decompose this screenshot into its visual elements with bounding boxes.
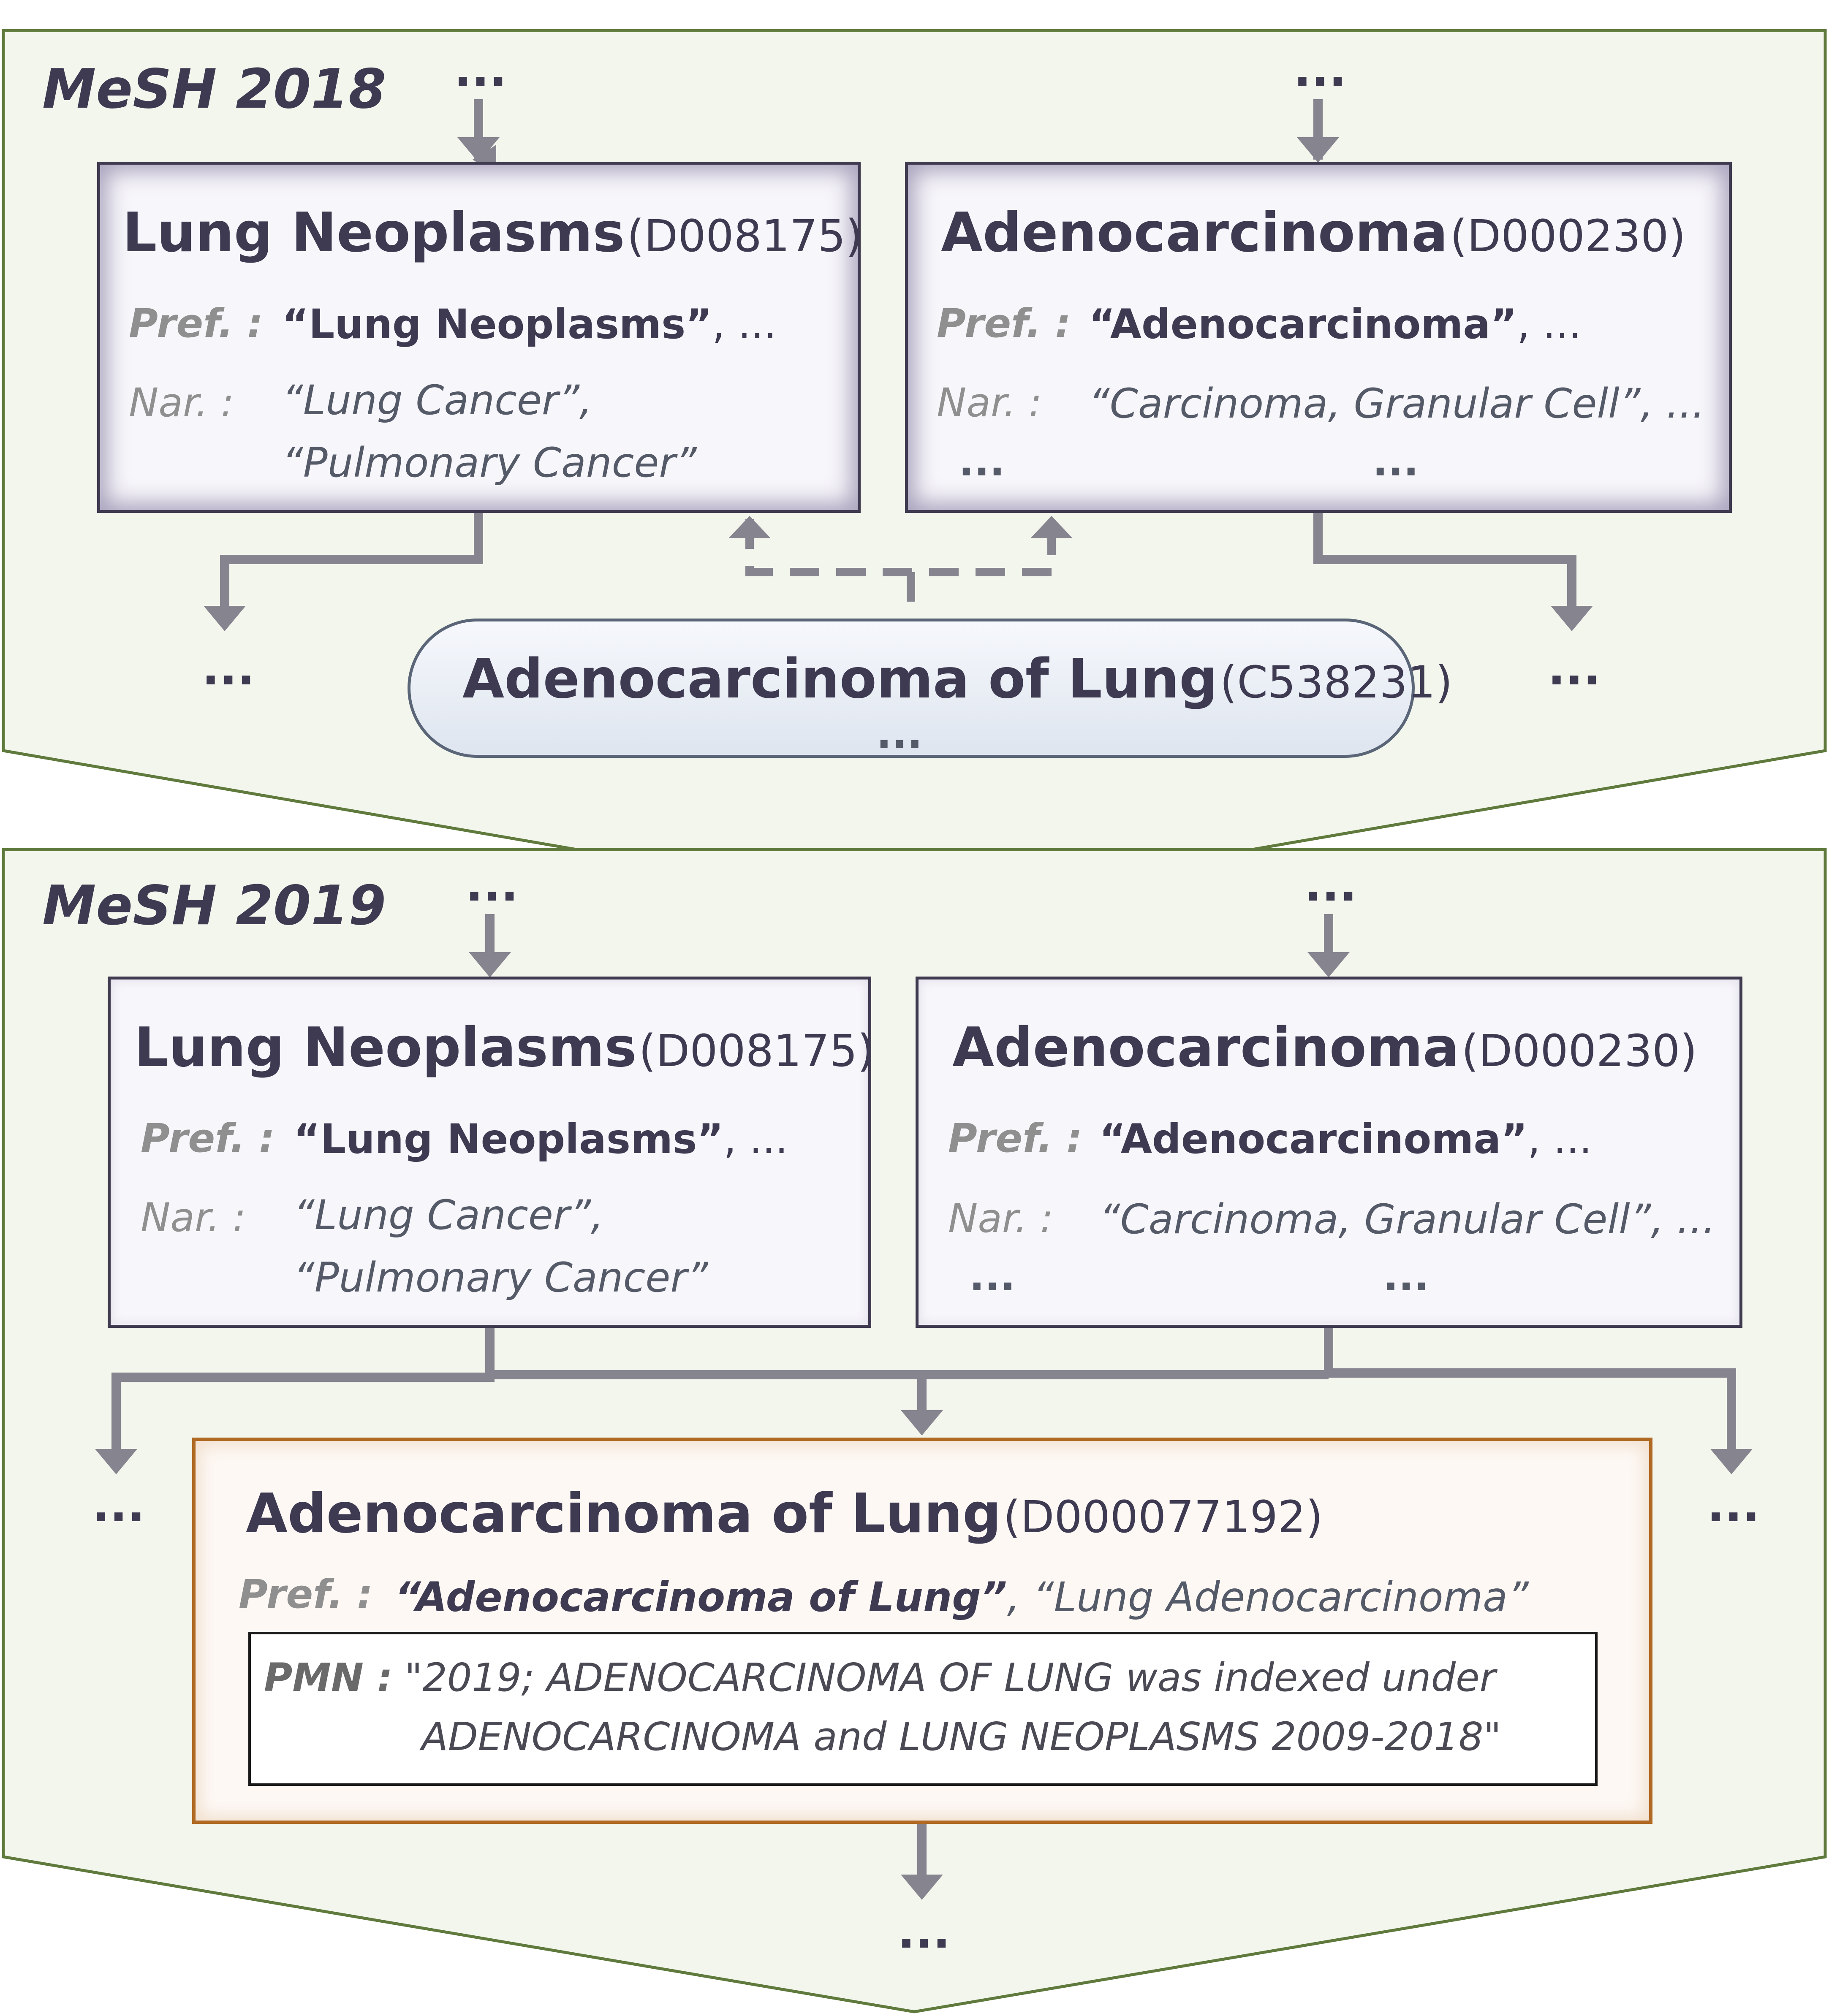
pref-value: “Lung Neoplasms”, ... — [282, 304, 777, 345]
pref-value-bold: “Lung Neoplasms” — [294, 1115, 724, 1163]
heading-lung-neoplasms-2019: Lung Neoplasms (D008175) — [134, 1021, 875, 1075]
ellipsis-extra-right: ... — [1383, 1253, 1430, 1300]
pref-value-rest: , “Lung Adenocarcinoma” — [1007, 1574, 1529, 1621]
nar-label: Nar. : — [937, 380, 1042, 426]
mesh-2018-label: MeSH 2018 — [42, 58, 386, 121]
pref-label: Pref. : — [129, 301, 263, 347]
ellipsis-2019-bottom-left: ... — [92, 1478, 145, 1532]
pmn-line2: ADENOCARCINOMA and LUNG NEOPLASMS 2009-2… — [421, 1714, 1501, 1759]
heading-supplementary-2018: Adenocarcinoma of Lung (C538231) — [462, 652, 1453, 706]
arrow-2018-adenocarcinoma-child — [1313, 511, 1576, 612]
arrow-heads — [95, 137, 1753, 1900]
pref-value: “Adenocarcinoma”, ... — [1089, 304, 1582, 345]
heading-uid: (C538231) — [1220, 657, 1453, 708]
heading-adenocarcinoma-2018: Adenocarcinoma (D000230) — [941, 206, 1686, 260]
heading-uid: (D000230) — [1461, 1025, 1697, 1077]
nar-value-line1: “Carcinoma, Granular Cell”, ... — [1089, 380, 1705, 427]
ellipsis-2019-bottom-center: ... — [897, 1905, 951, 1959]
pref-label: Pref. : — [239, 1571, 373, 1617]
concept-adenocarcinoma-2018 — [905, 162, 1732, 513]
ellipsis-2018-top-right: ... — [1294, 43, 1347, 97]
nar-label: Nar. : — [129, 380, 234, 426]
pref-value: “Adenocarcinoma of Lung”, “Lung Adenocar… — [395, 1577, 1529, 1617]
nar-value-line1: “Lung Cancer”, — [294, 1191, 604, 1239]
heading-new-descriptor: Adenocarcinoma of Lung (D000077192) — [246, 1487, 1323, 1541]
pref-label: Pref. : — [937, 301, 1071, 347]
pref-value-bold: “Adenocarcinoma” — [1099, 1115, 1528, 1163]
ellipsis-extra-left: ... — [959, 438, 1005, 485]
nar-value-line1: “Carcinoma, Granular Cell”, ... — [1099, 1196, 1716, 1243]
heading-title: Adenocarcinoma of Lung — [462, 648, 1218, 711]
mesh-2019-label: MeSH 2019 — [42, 874, 386, 937]
ellipsis-2019-bottom-right: ... — [1707, 1478, 1760, 1532]
ellipsis-2019-top-left: ... — [465, 857, 519, 912]
pref-value-bold: “Adenocarcinoma of Lung” — [395, 1574, 1007, 1621]
heading-title: Lung Neoplasms — [134, 1016, 637, 1079]
pref-value-rest: , ... — [1517, 301, 1582, 348]
nar-value-line2: “Pulmonary Cancer” — [294, 1254, 708, 1301]
arrow-2019-lung-neoplasms-children — [111, 1326, 495, 1449]
concept-lung-neoplasms-2018 — [97, 162, 861, 513]
heading-title: Adenocarcinoma — [952, 1016, 1459, 1079]
ellipsis-extra-right: ... — [1372, 438, 1419, 485]
pref-label: Pref. : — [141, 1115, 275, 1161]
heading-uid: (D008175) — [627, 210, 863, 262]
nar-value-line2: “Pulmonary Cancer” — [282, 439, 697, 486]
heading-uid: (D000230) — [1450, 210, 1686, 262]
heading-uid: (D000077192) — [1003, 1491, 1323, 1543]
arrow-2018-lung-neoplasms-child — [220, 511, 483, 612]
ellipsis-2018-bottom-right: ... — [1548, 641, 1601, 695]
heading-lung-neoplasms-2018: Lung Neoplasms (D008175) — [122, 206, 863, 260]
heading-title: Adenocarcinoma of Lung — [246, 1482, 1001, 1545]
arrow-2019-adenocarcinoma-children — [1324, 1326, 1736, 1449]
pref-value: “Adenocarcinoma”, ... — [1099, 1119, 1592, 1159]
heading-title: Adenocarcinoma — [941, 201, 1448, 264]
pref-value-bold: “Lung Neoplasms” — [282, 301, 712, 348]
pref-value: “Lung Neoplasms”, ... — [294, 1119, 788, 1159]
concept-lung-neoplasms-2019 — [108, 977, 871, 1328]
ellipsis-extra-left: ... — [969, 1253, 1016, 1300]
pref-value-bold: “Adenocarcinoma” — [1089, 301, 1517, 348]
pmn-label: PMN : — [264, 1655, 393, 1700]
ellipsis-supplementary: ... — [876, 710, 923, 757]
pmn-line1: "2019; ADENOCARCINOMA OF LUNG was indexe… — [405, 1655, 1496, 1700]
nar-label: Nar. : — [948, 1196, 1054, 1242]
pmn-note — [248, 1632, 1598, 1786]
heading-adenocarcinoma-2019: Adenocarcinoma (D000230) — [952, 1021, 1697, 1075]
concept-adenocarcinoma-2019 — [916, 977, 1742, 1328]
heading-title: Lung Neoplasms — [122, 201, 625, 264]
pref-value-rest: , ... — [712, 301, 777, 348]
pref-value-rest: , ... — [1527, 1115, 1592, 1163]
nar-value-line1: “Lung Cancer”, — [282, 377, 592, 424]
ellipsis-2018-top-left: ... — [454, 43, 507, 97]
supplementary-concept-2018 — [408, 619, 1415, 758]
pref-value-rest: , ... — [723, 1115, 788, 1163]
ellipsis-2019-top-right: ... — [1304, 857, 1357, 912]
heading-uid: (D008175) — [639, 1025, 875, 1077]
pref-label: Pref. : — [948, 1115, 1082, 1161]
dashed-link-scr-to-headings — [745, 519, 1056, 576]
nar-label: Nar. : — [141, 1195, 246, 1241]
ellipsis-2018-bottom-left: ... — [202, 641, 255, 695]
